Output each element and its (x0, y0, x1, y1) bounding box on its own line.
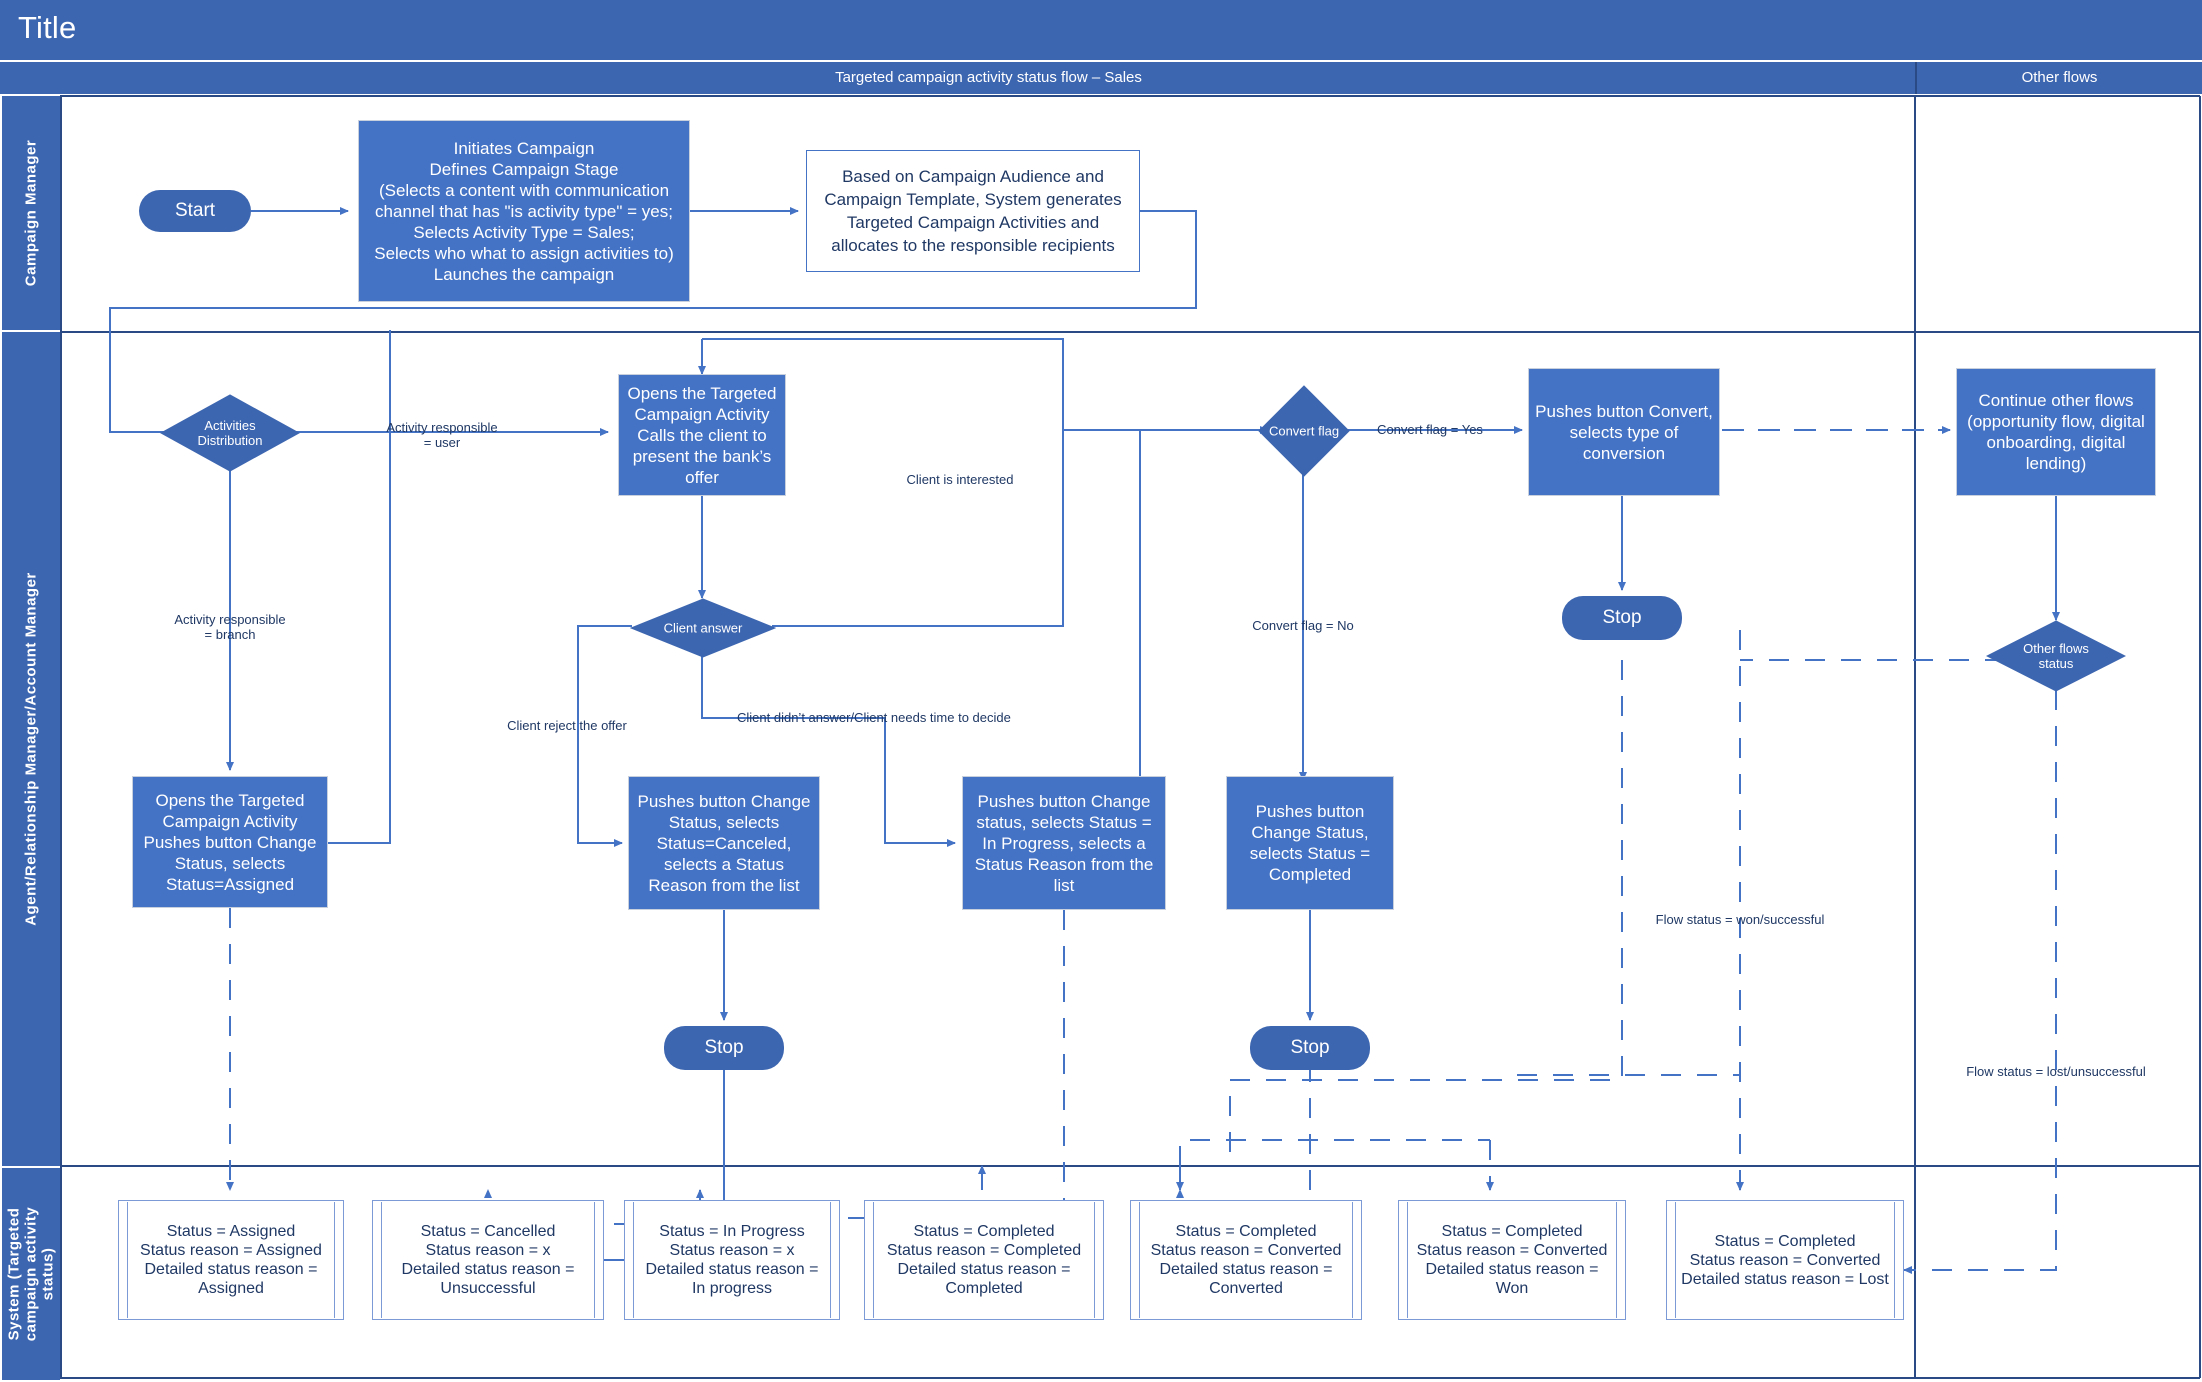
decision-convert-flag[interactable] (1258, 385, 1350, 477)
title-bar (0, 0, 2202, 60)
edge-label-activity-responsible-branch: Activity responsible= branch (174, 612, 286, 642)
phase-header-sales: Targeted campaign activity status flow –… (835, 69, 1142, 86)
node-pushes-convert-button[interactable]: Pushes button Convert, selects type of c… (1528, 368, 1720, 496)
lane-header-campaign-manager: Campaign Manager (2, 96, 60, 330)
edge-label-activity-responsible-user: Activity responsible= user (386, 420, 498, 450)
edge-label-convert-flag-no: Convert flag = No (1252, 618, 1354, 633)
edge-label-flow-status-lost: Flow status = lost/unsuccessful (1966, 1064, 2146, 1079)
edge-label-convert-flag-yes: Convert flag = Yes (1377, 422, 1483, 437)
edge-label-flow-status-won: Flow status = won/successful (1655, 912, 1825, 927)
decision-client-answer-label: Client answer (663, 620, 743, 636)
lane-header-agent: Agent/Relationship Manager/Account Manag… (2, 332, 60, 1166)
decision-convert-flag-label: Convert flag (1268, 423, 1340, 439)
decision-activities-distribution[interactable] (160, 394, 300, 472)
decision-other-flows-status[interactable] (1986, 620, 2126, 692)
node-system-generates-activities[interactable]: Based on Campaign Audience and Campaign … (806, 150, 1140, 272)
page-title: Title (18, 10, 77, 45)
phase-header-other-flows: Other flows (2021, 69, 2098, 86)
stop-terminator-completed[interactable]: Stop (1250, 1026, 1370, 1070)
node-pushes-status-completed[interactable]: Pushes button Change Status, selects Sta… (1226, 776, 1394, 910)
decision-client-answer[interactable] (630, 598, 776, 658)
node-pushes-status-canceled[interactable]: Pushes button Change Status, selects Sta… (628, 776, 820, 910)
lane-header-system: System (Targeted campaign activity statu… (2, 1168, 60, 1380)
edge-label-client-is-interested: Client is interested (906, 472, 1014, 487)
edge-label-client-didnt-answer: Client didn’t answer/Client needs time t… (737, 710, 1011, 725)
stop-terminator-canceled[interactable]: Stop (664, 1026, 784, 1070)
phase-divider (1915, 62, 1917, 94)
stop-terminator-convert[interactable]: Stop (1562, 596, 1682, 640)
edge-label-client-reject: Client reject the offer (507, 718, 627, 733)
node-continue-other-flows[interactable]: Continue other flows (opportunity flow, … (1956, 368, 2156, 496)
start-terminator[interactable]: Start (139, 190, 251, 232)
phase-bar (0, 62, 2202, 94)
node-pushes-status-in-progress[interactable]: Pushes button Change status, selects Sta… (962, 776, 1166, 910)
